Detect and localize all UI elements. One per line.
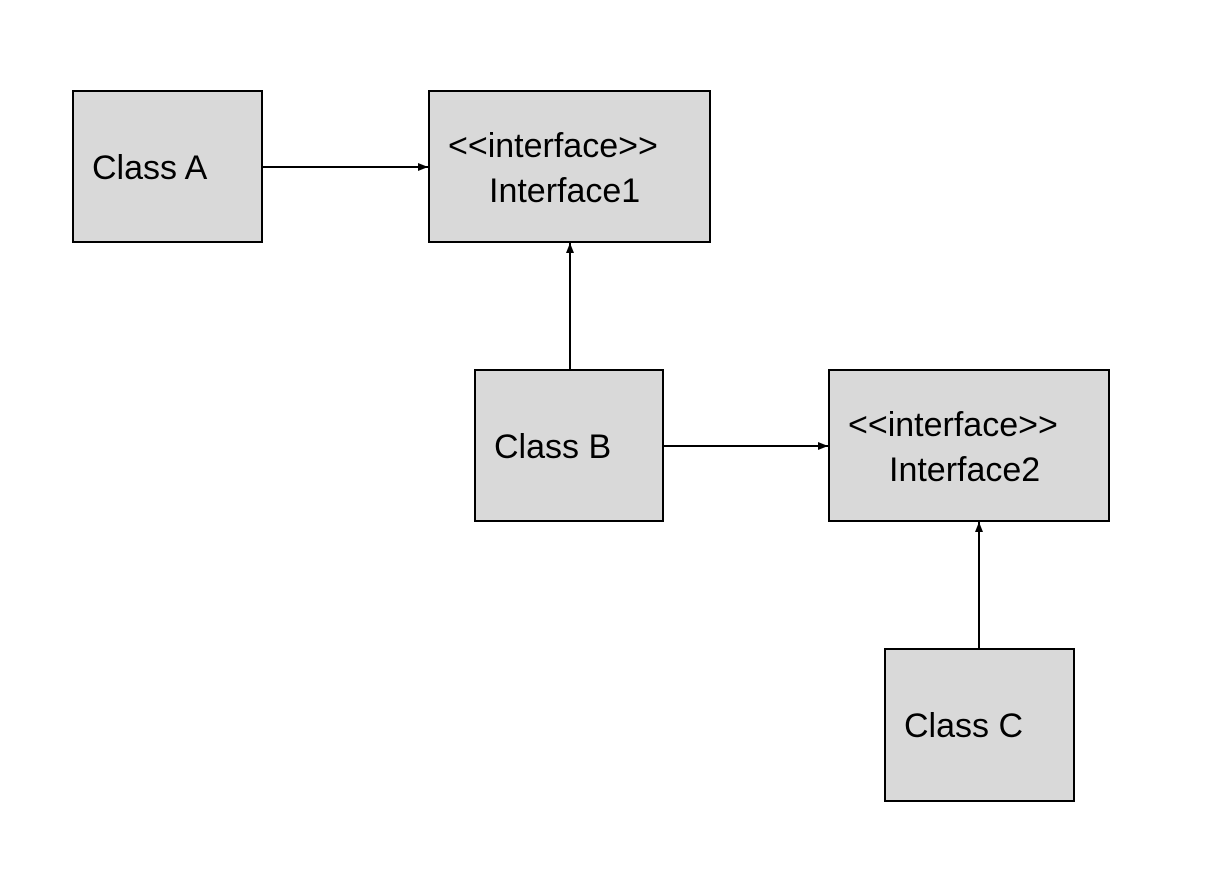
interface2-stereotype: <<interface>> xyxy=(848,406,1058,444)
class-a-box: Class A xyxy=(72,90,263,243)
class-b-box: Class B xyxy=(474,369,664,522)
interface1-box: <<interface>> Interface1 xyxy=(428,90,711,243)
interface1-stereotype: <<interface>> xyxy=(448,127,658,165)
interface1-name: Interface1 xyxy=(489,172,641,210)
interface2-box: <<interface>> Interface2 xyxy=(828,369,1110,522)
class-a-label: Class A xyxy=(92,149,208,187)
interface2-name: Interface2 xyxy=(889,451,1041,489)
class-c-label: Class C xyxy=(904,707,1024,745)
class-c-box: Class C xyxy=(884,648,1075,802)
class-b-label: Class B xyxy=(494,428,612,466)
